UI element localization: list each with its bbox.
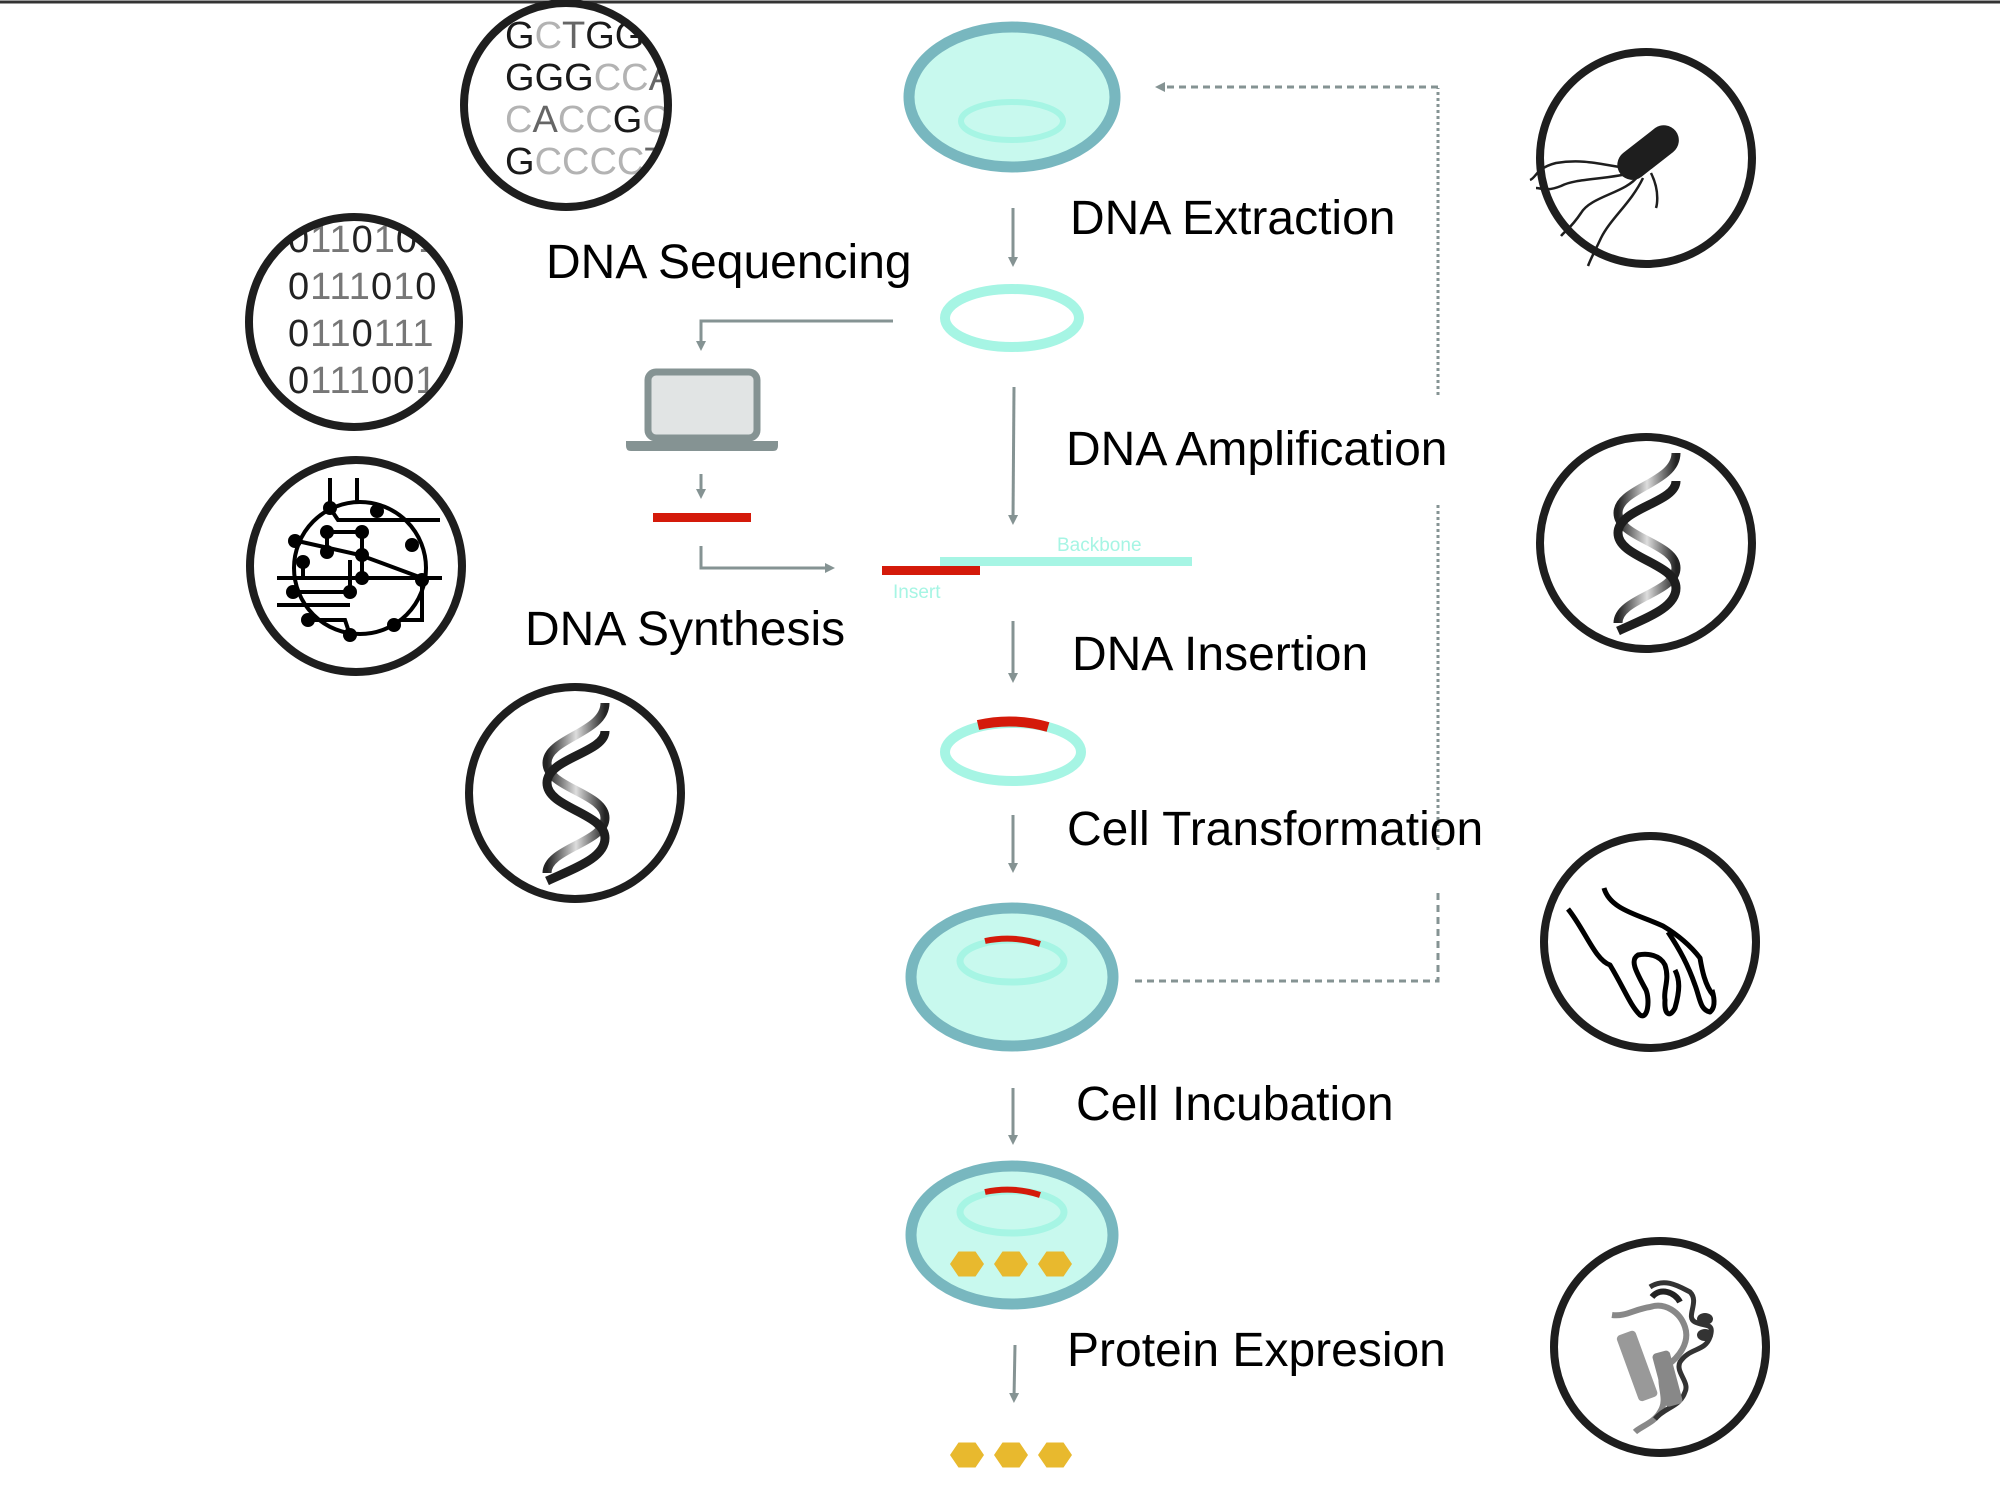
sequence-base: G: [535, 57, 565, 99]
dna-helix-icon: [465, 683, 685, 903]
expressed-proteins: [950, 1442, 1072, 1468]
binary-line: 0111001: [288, 360, 437, 402]
arrow: [699, 546, 835, 573]
sequence-base: C: [585, 99, 612, 141]
sequence-base: C: [535, 141, 562, 183]
sequence-base: G: [585, 15, 615, 57]
sequence-base: G: [505, 141, 535, 183]
circuit-icon: [246, 456, 466, 676]
sequence-base: G: [674, 57, 704, 99]
step-label-amplification: DNA Amplification: [1066, 423, 1448, 476]
dna-helix-icon: [1536, 433, 1756, 653]
insert-fragment: [882, 566, 980, 575]
step-label-transformation: Cell Transformation: [1067, 803, 1483, 856]
sequence-base: A: [532, 99, 558, 141]
synthesized-insert: [653, 513, 751, 522]
sequence-base: C: [594, 57, 621, 99]
step-label-insertion: DNA Insertion: [1072, 628, 1368, 681]
sequence-base: G: [564, 57, 594, 99]
step-label-expression: Protein Expresion: [1067, 1324, 1446, 1377]
sequence-base: C: [535, 15, 562, 57]
protein: [994, 1251, 1028, 1277]
bacterial-cell: [903, 21, 1121, 173]
protein: [1038, 1442, 1072, 1468]
sequence-base: C: [621, 57, 648, 99]
binary-line: 0110111: [288, 313, 435, 355]
laptop-icon: [626, 368, 778, 451]
sequence-base: C: [589, 141, 616, 183]
sequence-base: G: [613, 99, 643, 141]
arrow: [1009, 1344, 1020, 1403]
protein: [950, 1251, 984, 1277]
step-label-extraction: DNA Extraction: [1070, 192, 1395, 245]
protein: [994, 1442, 1028, 1468]
sequence-line: CACCGCT: [505, 99, 693, 141]
sequence-base: C: [562, 141, 589, 183]
binary-line: 0111010: [288, 266, 437, 308]
insert-label: Insert: [893, 582, 941, 603]
recombinant-plasmid: [940, 716, 1086, 786]
backbone-label: Backbone: [1057, 535, 1142, 556]
sequence-base: T: [562, 15, 585, 57]
feedback-loop: [1135, 890, 1440, 983]
step-label-sequencing: DNA Sequencing: [546, 236, 912, 289]
sequence-line: GCTGGC: [505, 15, 672, 57]
transformed-cell: [905, 902, 1119, 1052]
step-label-synthesis: DNA Synthesis: [525, 603, 845, 656]
arrow: [696, 319, 893, 351]
protein: [950, 1442, 984, 1468]
arrow: [1008, 386, 1019, 525]
sequence-base: G: [505, 57, 535, 99]
bacterium-icon: [1529, 48, 1756, 268]
step-label-incubation: Cell Incubation: [1076, 1078, 1394, 1131]
sequence-base: T: [670, 99, 693, 141]
expressing-cell: [905, 1160, 1119, 1310]
sequence-line: GCCCCT: [505, 141, 668, 183]
protein: [1038, 1251, 1072, 1277]
sequence-line: GGGCCAG: [505, 57, 704, 99]
hand-picking-icon: [1540, 832, 1760, 1052]
plasmid: [940, 284, 1084, 352]
sequence-base: C: [558, 99, 585, 141]
protein-structure-icon: [1550, 1237, 1770, 1457]
sequence-base: C: [505, 99, 532, 141]
backbone-fragment: [940, 557, 1192, 566]
sequence-base: C: [642, 99, 669, 141]
